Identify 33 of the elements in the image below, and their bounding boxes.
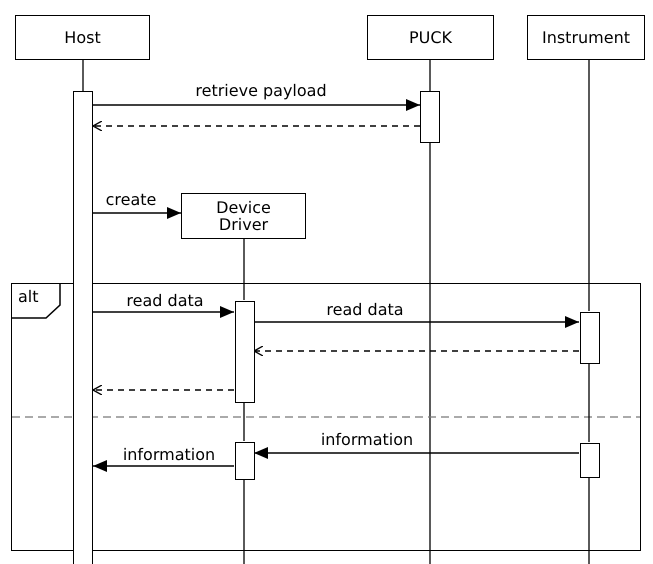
edge-label: retrieve payload	[195, 82, 327, 100]
arrow	[253, 345, 579, 357]
edge-label: information	[122, 446, 216, 464]
participant-box: Host	[15, 15, 150, 60]
arrow	[254, 316, 579, 328]
edge-label: read data	[126, 292, 204, 310]
lifeline	[588, 60, 590, 311]
arrow	[92, 120, 420, 132]
fragment-operator: alt	[18, 288, 39, 306]
activation-bar	[420, 91, 440, 143]
participant-box: Instrument	[527, 15, 645, 60]
lifeline	[82, 60, 84, 91]
lifeline	[429, 60, 431, 91]
alt-frame	[11, 283, 641, 551]
lifeline	[243, 402, 245, 441]
participant-box: PUCK	[367, 15, 494, 60]
activation-bar	[73, 91, 93, 564]
lifeline	[243, 239, 245, 300]
participant-box: Device Driver	[181, 193, 306, 239]
edge-label: create	[106, 191, 156, 209]
activation-bar	[235, 442, 255, 480]
edge-label: information	[320, 431, 414, 449]
arrow	[93, 99, 420, 111]
arrow	[93, 207, 181, 219]
activation-bar	[235, 301, 255, 403]
arrow	[93, 306, 234, 318]
lifeline	[588, 363, 590, 442]
arrow	[254, 447, 579, 459]
activation-bar	[580, 443, 600, 478]
arrow	[93, 460, 234, 472]
activation-bar	[580, 312, 600, 364]
edge-label: read data	[326, 301, 404, 319]
arrow	[92, 384, 234, 396]
